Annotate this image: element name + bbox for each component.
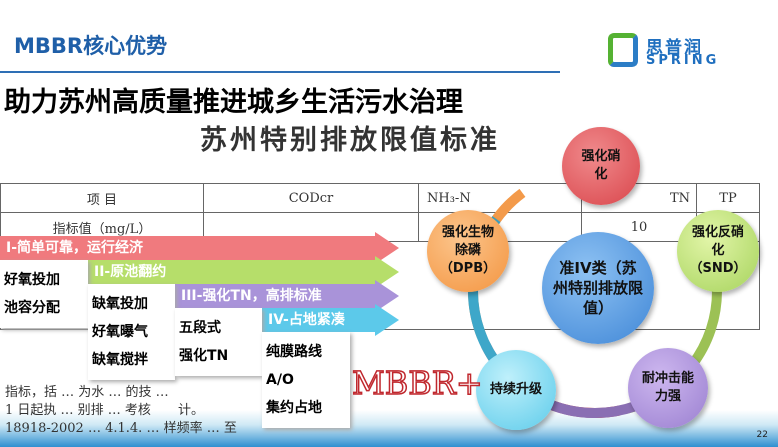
- cycle-center: 准IV类（苏州特别排放限值）: [542, 232, 654, 344]
- section-heading: MBBR核心优势: [14, 34, 168, 58]
- slide-title: 助力苏州高质量推进城乡生活污水治理: [4, 87, 463, 118]
- cycle-node-nitrification: 强化硝化: [562, 127, 640, 205]
- logo-en: SPRING: [646, 53, 720, 68]
- header-cell: 项 目: [0, 183, 204, 213]
- stage-3-banner: III-强化TN，高排标准: [175, 280, 399, 312]
- cycle-node-dpb: 强化生物除磷（DPB）: [427, 210, 509, 292]
- cycle-node-shock-resistance: 耐冲击能力强: [628, 348, 708, 428]
- table-note: 18918-2002 … 4.1.4. … 样频率 … 至: [5, 421, 237, 436]
- stage-1-items: 好氧投加池容分配: [0, 260, 88, 328]
- header-cell: CODcr: [203, 183, 419, 213]
- table-note: 1 日起执 … 别排 … 考核: [5, 403, 151, 418]
- table-title: 苏州特别排放限值标准: [200, 125, 500, 156]
- logo-icon: [608, 33, 638, 67]
- divider: [0, 71, 560, 73]
- stage-1-banner: I-简单可靠，运行经济: [0, 232, 399, 264]
- header-cell: TP: [696, 183, 760, 213]
- cycle-node-upgrade: 持续升级: [476, 350, 556, 430]
- stage-2-items: 缺氧投加好氧曝气缺氧搅拌: [88, 284, 175, 380]
- cycle-node-snd: 强化反硝化（SND）: [677, 210, 759, 292]
- stage-3-items: 五段式强化TN: [175, 308, 262, 376]
- logo-cn: 思普润: [646, 38, 703, 58]
- table-note: 指标，括 … 为水 … 的技 …: [5, 385, 169, 400]
- stage-2-banner: II-原池翻约: [88, 256, 399, 288]
- table-note: 计。: [178, 403, 205, 418]
- mbbr-plus-wordart: MBBR+: [351, 363, 483, 403]
- stage-4-banner: IV-占地紧凑: [262, 304, 399, 336]
- page-number: 22: [756, 430, 768, 440]
- spring-logo: 思普润 SPRING: [608, 33, 733, 69]
